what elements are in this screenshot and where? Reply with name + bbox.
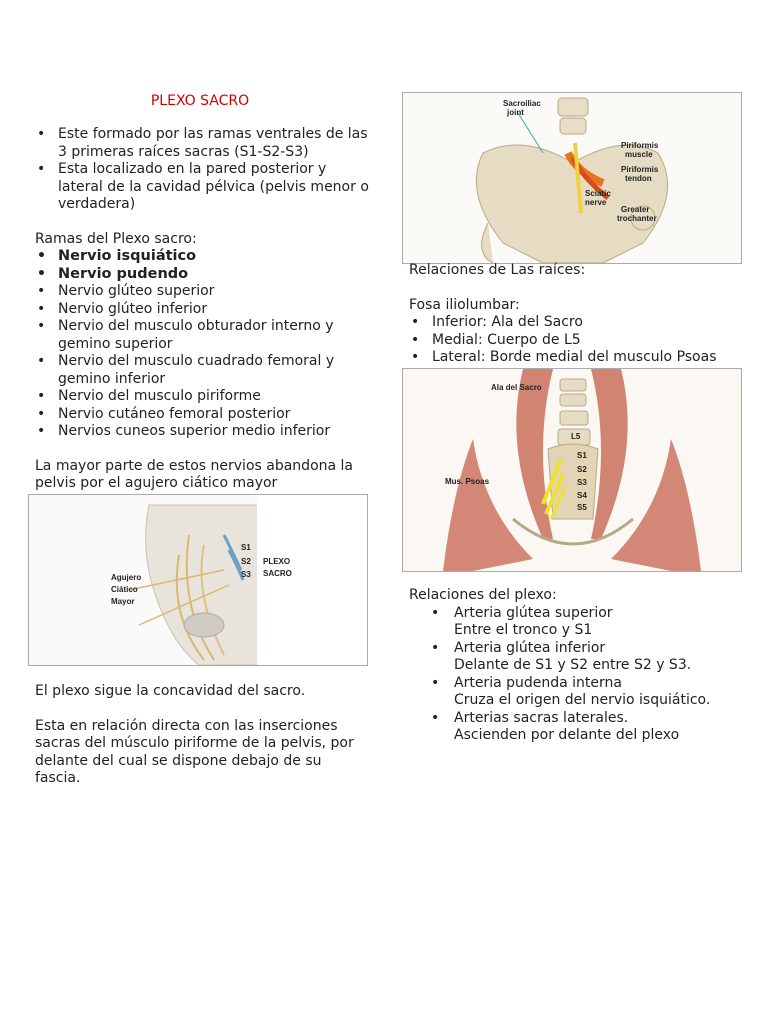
list-item: Arteria glútea inferior [409, 640, 743, 658]
list-item: Nervio del musculo cuadrado femoral y ge… [35, 353, 370, 388]
list-item: Nervio cutáneo femoral posterior [35, 406, 370, 424]
label-s5: S5 [577, 503, 587, 512]
relation-text: Esta en relación directa con las inserci… [35, 717, 354, 787]
list-item: Arteria glútea superior [409, 605, 743, 623]
plexus-list: Arteria glútea superior Entre el tronco … [409, 605, 743, 745]
list-item: Esta localizado en la pared posterior y … [35, 161, 370, 214]
label-s4: S4 [577, 491, 587, 500]
concavity-text: El plexo sigue la concavidad del sacro. [35, 683, 306, 699]
label-mus-psoas: Mus. Psoas [445, 477, 490, 486]
right-roots-section: Relaciones de Las raíces: Fosa iliolumba… [409, 262, 743, 367]
exit-text: La mayor parte de estos nervios abandona… [35, 457, 354, 492]
list-item: Nervio del musculo obturador interno y g… [35, 318, 370, 353]
label-s1: S1 [241, 543, 251, 552]
pelvis-piriformis-illustration [403, 93, 741, 263]
label-piriformis-muscle-2: muscle [625, 150, 653, 159]
sacral-plexus-figure: S1 S2 S3 PLEXO SACRO Agujero Ciático May… [28, 494, 368, 666]
label-l5: L5 [571, 432, 581, 441]
plexus-heading: Relaciones del plexo: [409, 587, 557, 603]
label-joint: joint [507, 108, 524, 117]
label-plexo: PLEXO [263, 557, 291, 566]
list-item: Lateral: Borde medial del musculo Psoas [409, 349, 743, 367]
psoas-figure: Ala del Sacro L5 S1 S2 S3 S4 S5 Mus. Pso… [402, 368, 742, 572]
fossa-heading: Fosa iliolumbar: [409, 296, 520, 313]
list-item: Este formado por las ramas ventrales de … [35, 126, 370, 161]
list-item: Arteria pudenda interna [409, 675, 743, 693]
label-s1: S1 [577, 451, 587, 460]
list-item: Arterias sacras laterales. [409, 710, 743, 728]
list-item-detail: Ascienden por delante del plexo [454, 727, 680, 743]
label-s2: S2 [241, 557, 251, 566]
label-s2: S2 [577, 465, 587, 474]
list-item: Nervios cuneos superior medio inferior [35, 423, 370, 441]
psoas-lumbosacral-illustration [403, 369, 741, 571]
label-sacro: SACRO [263, 569, 292, 578]
label-s3: S3 [241, 570, 251, 579]
list-item-detail: Entre el tronco y S1 [454, 622, 593, 638]
list-item: Inferior: Ala del Sacro [409, 314, 743, 332]
list-item: Nervio glúteo inferior [35, 301, 370, 319]
label-sacroiliac: Sacroiliac [503, 99, 541, 108]
label-ala-del-sacro: Ala del Sacro [491, 383, 542, 392]
label-greater: Greater [621, 205, 650, 214]
list-item-detail: Cruza el origen del nervio isquiático. [454, 692, 711, 708]
left-column: PLEXO SACRO Este formado por las ramas v… [35, 92, 370, 493]
label-agujero: Agujero [111, 573, 142, 582]
label-sciatic: Sciatic [585, 189, 611, 198]
branches-heading: Ramas del Plexo sacro: [35, 230, 197, 247]
label-nerve: nerve [585, 198, 607, 207]
list-item-detail: Delante de S1 y S2 entre S2 y S3. [454, 657, 692, 673]
left-bottom-text: El plexo sigue la concavidad del sacro. … [35, 683, 370, 788]
roots-heading: Relaciones de Las raíces: [409, 262, 586, 278]
fossa-list: Inferior: Ala del Sacro Medial: Cuerpo d… [409, 314, 743, 367]
label-mayor: Mayor [111, 597, 135, 606]
list-item: Nervio isquiático [35, 248, 370, 266]
list-item: Nervio pudendo [35, 266, 370, 284]
label-piriformis-tendon-1: Piriformis [621, 165, 659, 174]
label-trochanter: trochanter [617, 214, 657, 223]
label-piriformis-muscle-1: Piriformis [621, 141, 659, 150]
page-title: PLEXO SACRO [150, 93, 250, 109]
branches-list: Nervio isquiático Nervio pudendo Nervio … [35, 248, 370, 441]
intro-list: Este formado por las ramas ventrales de … [35, 126, 370, 214]
piriformis-figure: Sacroiliac joint Piriformis muscle Pirif… [402, 92, 742, 264]
label-ciatico: Ciático [111, 585, 138, 594]
label-piriformis-tendon-2: tendon [625, 174, 652, 183]
list-item: Nervio del musculo piriforme [35, 388, 370, 406]
sacral-plexus-illustration [29, 495, 367, 665]
list-item: Nervio glúteo superior [35, 283, 370, 301]
right-plexus-section: Relaciones del plexo: Arteria glútea sup… [409, 587, 743, 745]
list-item: Medial: Cuerpo de L5 [409, 332, 743, 350]
label-s3: S3 [577, 478, 587, 487]
